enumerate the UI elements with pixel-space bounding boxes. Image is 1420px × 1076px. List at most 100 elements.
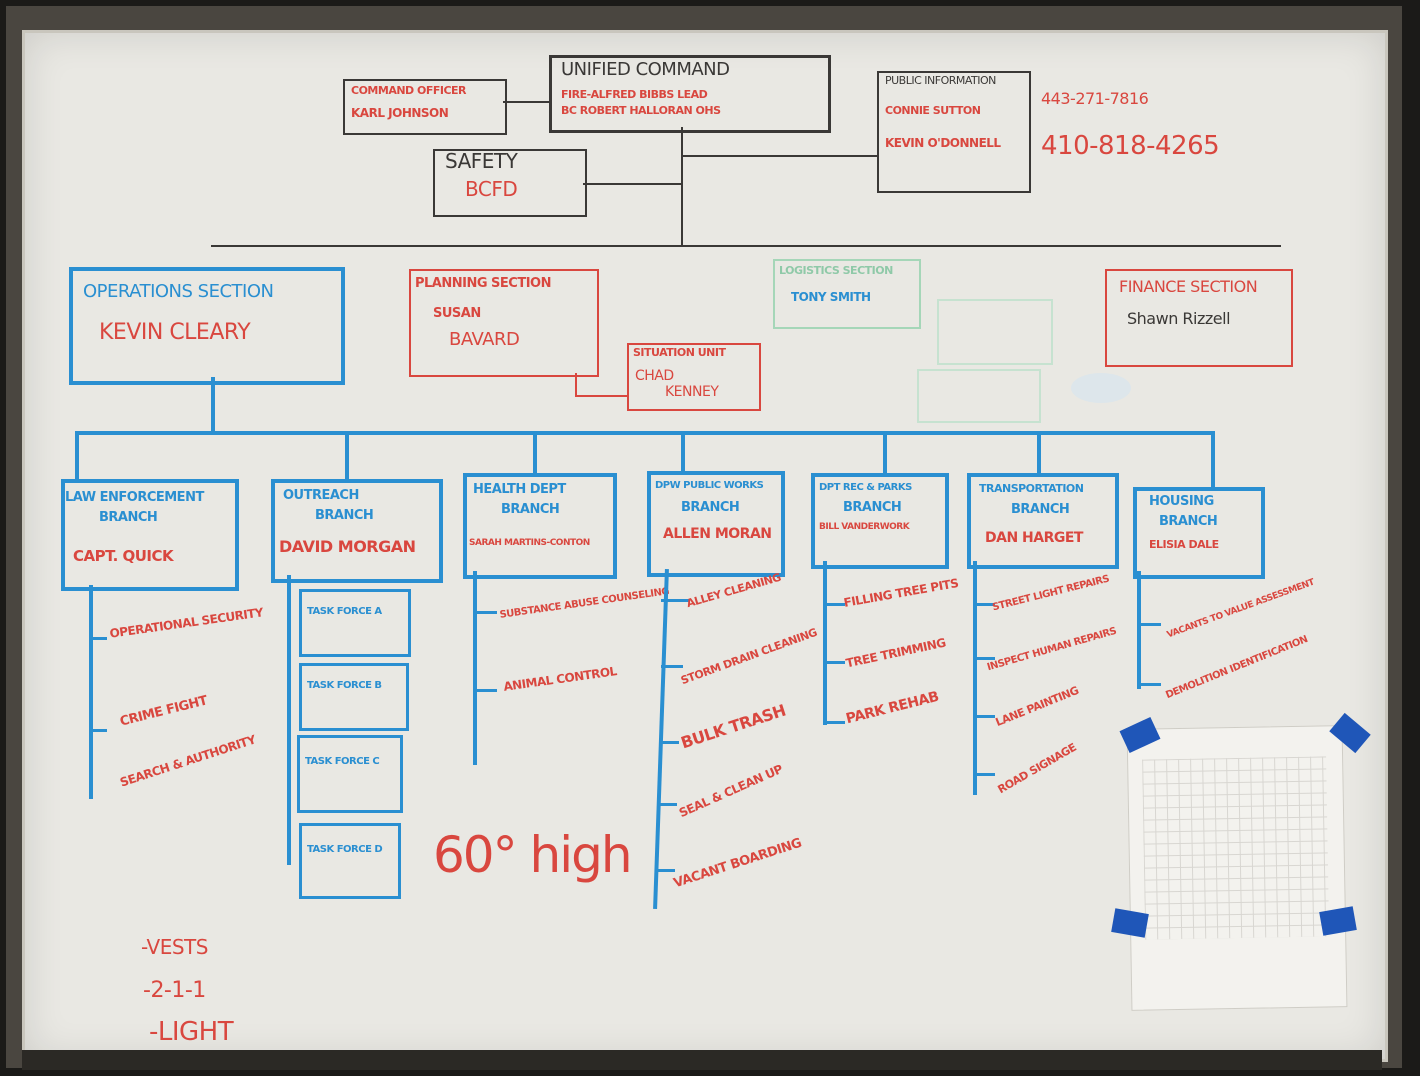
- connector: [659, 741, 679, 744]
- task-item: LANE PAINTING: [993, 683, 1081, 730]
- branch-box: [271, 479, 443, 583]
- unified-command-line1: FIRE-ALFRED BIBBS LEAD: [561, 88, 708, 101]
- sheet-grid: [1142, 756, 1330, 940]
- task-item: SEARCH & AUTHORITY: [118, 732, 258, 790]
- connector: [473, 571, 477, 765]
- public-information-title: PUBLIC INFORMATION: [885, 74, 996, 87]
- erased-box: [937, 299, 1053, 365]
- connector: [823, 561, 827, 725]
- connector: [681, 155, 877, 157]
- branch-lead: SARAH MARTINS-CONTON: [469, 538, 590, 548]
- connector: [973, 657, 995, 660]
- connector: [583, 183, 681, 185]
- connector: [75, 431, 1215, 435]
- connector: [1137, 683, 1161, 686]
- operations-section-title: OPERATIONS SECTION: [83, 281, 274, 302]
- branch-box: [1133, 487, 1265, 579]
- branch-box: [61, 479, 239, 591]
- connector: [823, 661, 845, 664]
- situation-unit-line2: KENNEY: [665, 384, 719, 400]
- task-item: FILLING TREE PITS: [842, 576, 960, 610]
- task-item: INSPECT HUMAN REPAIRS: [985, 625, 1118, 674]
- branch-title: HEALTH DEPT: [473, 482, 566, 497]
- task-item: VACANTS TO VALUE ASSESSMENT: [1165, 577, 1316, 641]
- public-information-box: [877, 71, 1031, 193]
- blue-tape: [1111, 908, 1149, 938]
- planning-section-line2: BAVARD: [449, 329, 520, 350]
- finance-section-title: FINANCE SECTION: [1119, 277, 1258, 296]
- branch-title: BRANCH: [315, 508, 374, 523]
- connector: [883, 431, 887, 473]
- situation-unit-line1: CHAD: [635, 368, 674, 384]
- task-item: STORM DRAIN CLEANING: [679, 625, 819, 688]
- safety-title: SAFETY: [445, 149, 518, 173]
- connector: [575, 395, 627, 397]
- public-information-line1: CONNIE SUTTON: [885, 104, 981, 117]
- branch-box: [967, 473, 1119, 569]
- marker-tray: [22, 1050, 1382, 1070]
- finance-section-box: [1105, 269, 1293, 367]
- task-force-box: [299, 663, 409, 731]
- connector: [973, 715, 995, 718]
- task-item: VACANT BOARDING: [671, 835, 804, 892]
- connector: [287, 575, 291, 865]
- situation-unit-title: SITUATION UNIT: [633, 346, 726, 359]
- task-force-box: [299, 823, 401, 899]
- situation-unit-box: [627, 343, 761, 411]
- branch-title: OUTREACH: [283, 488, 359, 503]
- branch-box: [463, 473, 617, 579]
- command-officer-title: COMMAND OFFICER: [351, 84, 467, 97]
- branch-title: BRANCH: [843, 500, 902, 515]
- connector: [89, 637, 107, 640]
- task-item: TREE TRIMMING: [844, 635, 947, 671]
- branch-box: [647, 471, 785, 577]
- branch-title: BRANCH: [1159, 514, 1218, 529]
- branch-lead: ALLEN MORAN: [663, 526, 772, 542]
- task-item: TASK FORCE A: [307, 606, 382, 617]
- task-item: BULK TRASH: [678, 700, 788, 753]
- connector: [211, 245, 1281, 247]
- planning-section-title: PLANNING SECTION: [415, 276, 551, 291]
- erased-box: [917, 369, 1041, 423]
- planning-section-box: [409, 269, 599, 377]
- task-item: SEAL & CLEAN UP: [676, 761, 785, 821]
- whiteboard: COMMAND OFFICER KARL JOHNSON UNIFIED COM…: [22, 30, 1388, 1062]
- connector: [473, 611, 497, 614]
- connector: [89, 729, 107, 732]
- connector: [681, 431, 685, 471]
- task-force-box: [299, 589, 411, 657]
- logistics-section-title: LOGISTICS SECTION: [779, 264, 893, 277]
- branch-title: BRANCH: [501, 502, 560, 517]
- connector: [661, 665, 683, 668]
- task-item: PARK REHAB: [844, 688, 941, 728]
- public-information-line2: KEVIN O'DONNELL: [885, 136, 1001, 150]
- task-item: CRIME FIGHT: [118, 693, 209, 730]
- task-item: OPERATIONAL SECURITY: [108, 605, 264, 641]
- finance-section-name: Shawn Rizzell: [1127, 309, 1231, 328]
- unified-command-line2: BC ROBERT HALLORAN OHS: [561, 104, 721, 117]
- branch-lead: CAPT. QUICK: [73, 547, 174, 565]
- connector: [657, 803, 677, 806]
- erased-smudge: [1071, 373, 1131, 403]
- branch-lead: ELISIA DALE: [1149, 538, 1219, 551]
- connector: [345, 431, 349, 479]
- logistics-section-box: [773, 259, 921, 329]
- connector: [973, 773, 995, 776]
- connector: [681, 127, 683, 247]
- task-item: TASK FORCE D: [307, 844, 383, 855]
- branch-box: [811, 473, 949, 569]
- branch-title: BRANCH: [99, 510, 158, 525]
- task-force-box: [297, 735, 403, 813]
- branch-title: BRANCH: [1011, 502, 1070, 517]
- safety-name: BCFD: [465, 177, 518, 201]
- connector: [1137, 623, 1161, 626]
- connector: [823, 603, 845, 606]
- connector: [1037, 431, 1041, 473]
- connector: [1211, 431, 1215, 487]
- note-item: -2-1-1: [143, 978, 206, 1003]
- unified-command-title: UNIFIED COMMAND: [561, 59, 730, 80]
- branch-title: DPT REC & PARKS: [819, 482, 912, 493]
- task-item: DEMOLITION IDENTIFICATION: [1164, 633, 1310, 702]
- connector: [89, 585, 93, 799]
- connector: [973, 603, 995, 606]
